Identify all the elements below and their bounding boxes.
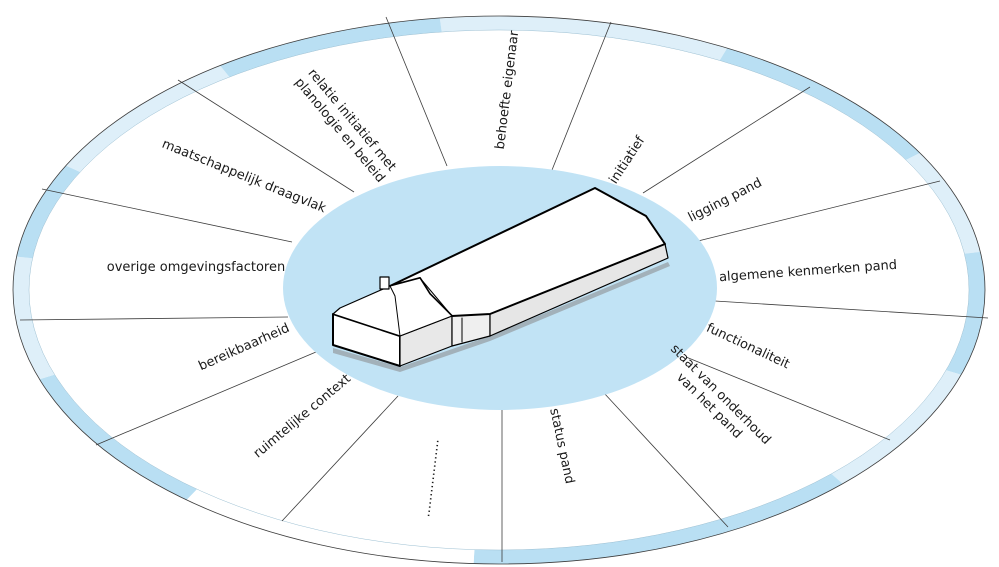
segment-divider: [714, 300, 989, 319]
segment-divider: [281, 395, 399, 522]
segment-divider: [177, 79, 355, 193]
segment-divider: [19, 316, 289, 321]
ring-arc: [831, 370, 962, 484]
segment-divider: [41, 188, 293, 243]
building-roof-ridge: [389, 285, 401, 337]
ring-arc: [906, 153, 981, 254]
building-shadow: [333, 262, 670, 372]
segment-label-line: overige omgevingsfactoren: [107, 260, 285, 275]
outer-ring-border: [12, 15, 986, 565]
segment-label-overige-omgevingsfactoren: overige omgevingsfactoren: [107, 260, 285, 275]
segment-dividers: [19, 16, 989, 562]
ring-arc: [16, 165, 81, 259]
segment-divider: [603, 392, 729, 528]
ring-arc: [66, 65, 230, 172]
building-illustration: [332, 187, 670, 372]
ring-arc: [473, 473, 843, 564]
ring-arc: [39, 374, 197, 500]
segment-divider: [385, 16, 448, 167]
building-roof-hip: [419, 277, 453, 317]
ring-arc: [13, 256, 55, 380]
segment-divider: [697, 180, 941, 242]
segment-divider: [642, 86, 811, 194]
ring-arc: [439, 16, 728, 61]
ring-arc: [186, 489, 475, 564]
segment-divider: [95, 351, 317, 446]
segment-divider: [551, 21, 612, 171]
building-front-roof: [332, 277, 453, 337]
ring-arc: [220, 18, 442, 77]
building-chimney: [379, 276, 390, 290]
segment-divider: [685, 356, 891, 441]
ring-arc: [719, 48, 920, 160]
